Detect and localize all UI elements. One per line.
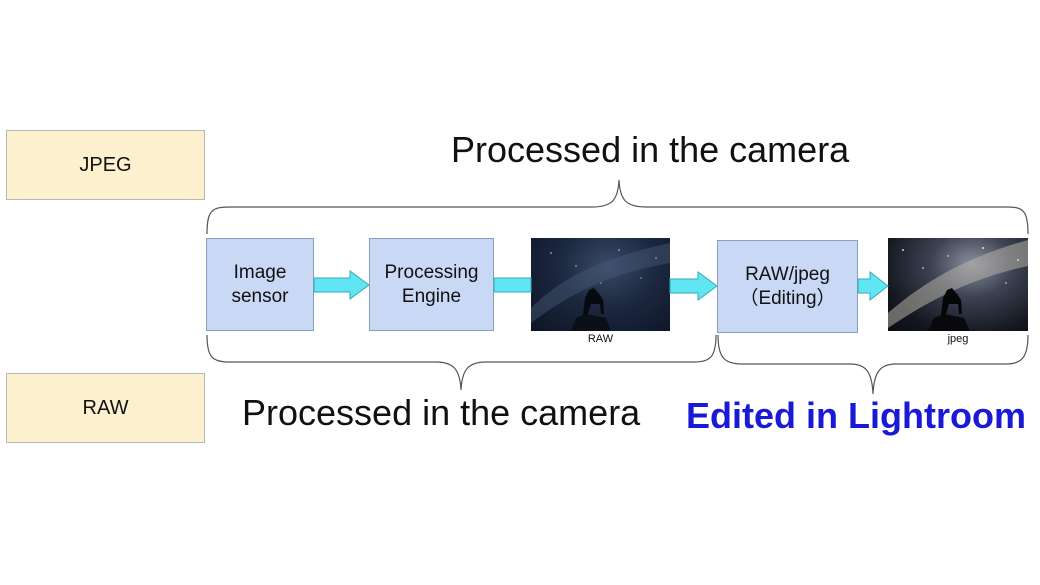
jpeg-photo	[888, 238, 1028, 331]
raw-photo-scene	[531, 243, 670, 331]
editing-line1: RAW/jpeg	[745, 263, 830, 285]
processing-engine-box: Processing Engine	[369, 238, 494, 331]
jpeg-caption: jpeg	[947, 333, 969, 345]
jpeg-label: JPEG	[79, 153, 132, 176]
image-sensor-line2: sensor	[231, 285, 289, 307]
right-arrow-icon	[669, 271, 718, 301]
image-sensor-box: Image sensor	[206, 238, 314, 331]
bottom-processed-label: Processed in the camera	[242, 392, 641, 433]
jpeg-photo-scene	[888, 240, 1028, 331]
jpeg-box: JPEG	[6, 130, 205, 200]
raw-box: RAW	[6, 373, 205, 443]
top-processed-label: Processed in the camera	[451, 129, 850, 170]
editing-line2: （Editing）	[739, 287, 836, 309]
processing-engine-line2: Engine	[401, 285, 462, 307]
connector-bar	[493, 277, 532, 293]
right-arrow-icon	[857, 270, 889, 302]
image-sensor-line1: Image	[233, 261, 287, 283]
raw-caption: RAW	[587, 333, 614, 345]
raw-photo	[531, 238, 670, 331]
right-arrow-icon	[313, 270, 370, 300]
processing-engine-line1: Processing	[384, 261, 479, 283]
raw-label: RAW	[82, 396, 129, 419]
editing-box: RAW/jpeg （Editing）	[717, 240, 858, 333]
edited-in-lightroom-label: Edited in Lightroom	[686, 395, 1026, 436]
top-brace-icon	[206, 179, 1029, 235]
